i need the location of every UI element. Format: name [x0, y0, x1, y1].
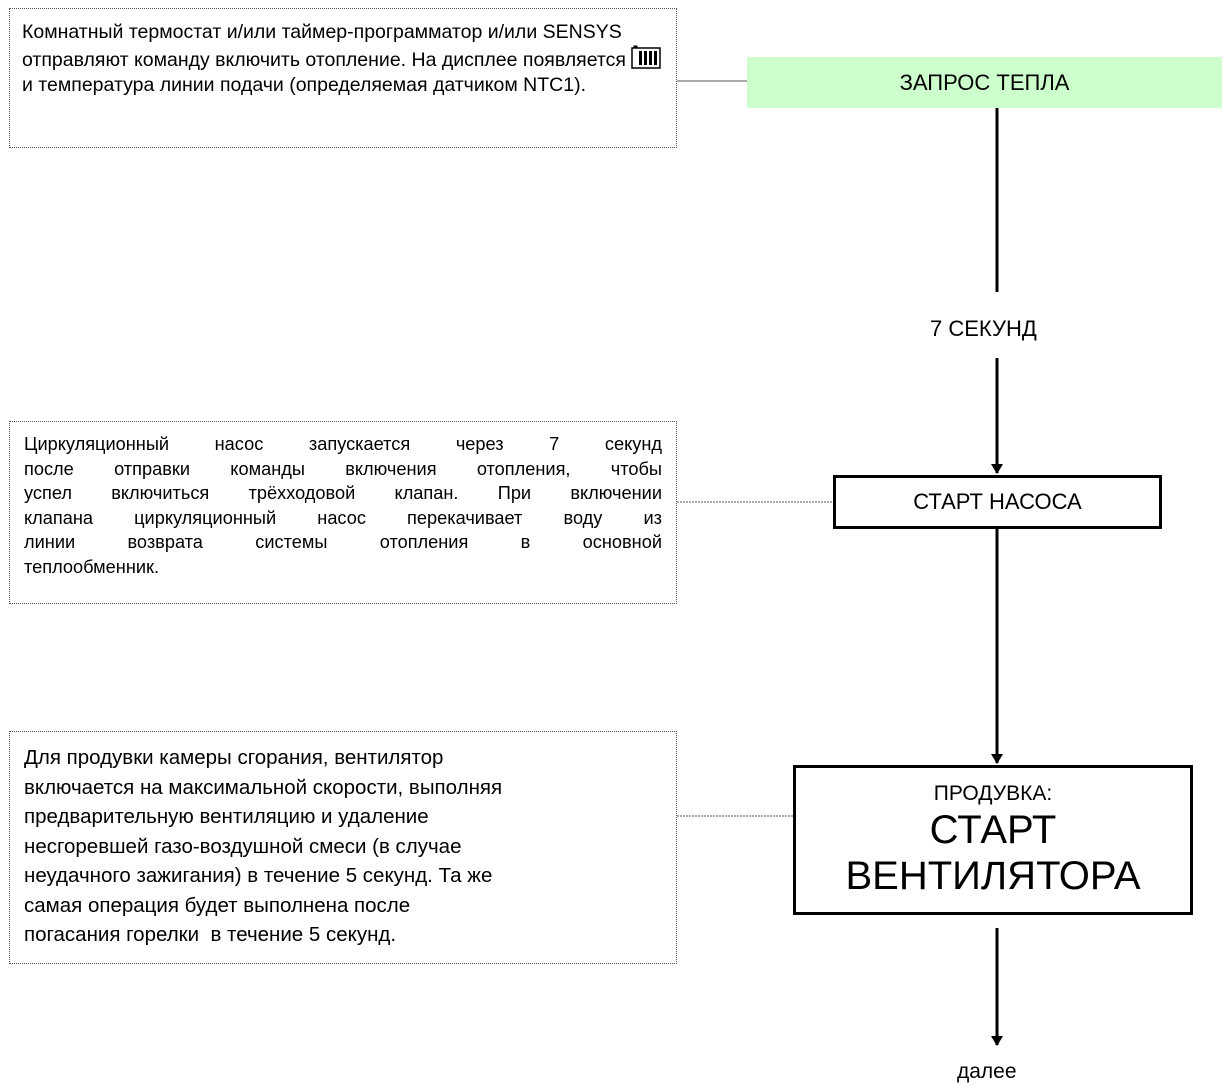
radiator-icon — [631, 45, 662, 69]
note-pump: Циркуляционный насос запускается через 7… — [9, 421, 677, 604]
note-fan: Для продувки камеры сгорания, вентилятор… — [9, 731, 677, 964]
purge-label: ПРОДУВКА: — [933, 782, 1053, 805]
heat-request-label: ЗАПРОС ТЕПЛА — [899, 69, 1070, 95]
heat-request-box: ЗАПРОС ТЕПЛА — [747, 57, 1222, 108]
note-fan-line: предварительную вентиляцию и удаление — [24, 805, 429, 828]
note-heat-request-text-2: и температура линии подачи (определяемая… — [22, 74, 586, 96]
note-heat-request-text-1: Комнатный термостат и/или таймер-програм… — [22, 21, 626, 71]
note-pump-line: клапана циркуляционный насос перекачивае… — [24, 507, 662, 528]
fan-start-box: ПРОДУВКА: СТАРТ ВЕНТИЛЯТОРА — [793, 765, 1193, 915]
fan-start-label-line1: СТАРТ — [929, 808, 1057, 852]
note-fan-line: несгоревшей газо-воздушной смеси (в случ… — [24, 834, 462, 858]
note-fan-line: самая операция будет выполнена после — [24, 893, 411, 917]
note-pump-line: теплообменник. — [24, 556, 160, 577]
note-pump-line: линии возврата системы отопления в основ… — [24, 532, 662, 552]
note-fan-line: погасания горелки в течение 5 секунд. — [24, 923, 397, 946]
note-fan-line: неудачного зажигания) в течение 5 секунд… — [24, 864, 493, 887]
note-fan-line: Для продувки камеры сгорания, вентилятор — [24, 746, 444, 769]
note-heat-request: Комнатный термостат и/или таймер-програм… — [9, 8, 677, 148]
pump-start-box: СТАРТ НАСОСА — [833, 475, 1162, 529]
note-pump-line: Циркуляционный насос запускается через 7… — [24, 434, 662, 454]
note-fan-line: включается на максимальной скорости, вып… — [24, 775, 503, 799]
fan-start-label-line2: ВЕНТИЛЯТОРА — [845, 854, 1141, 898]
next-label: далее — [957, 1060, 1017, 1083]
pump-start-label: СТАРТ НАСОСА — [913, 489, 1082, 514]
delay-label: 7 СЕКУНД — [930, 316, 1037, 341]
note-pump-line: успел включиться трёхходовой клапан. При… — [24, 483, 662, 503]
note-pump-line: после отправки команды включения отоплен… — [24, 458, 662, 479]
